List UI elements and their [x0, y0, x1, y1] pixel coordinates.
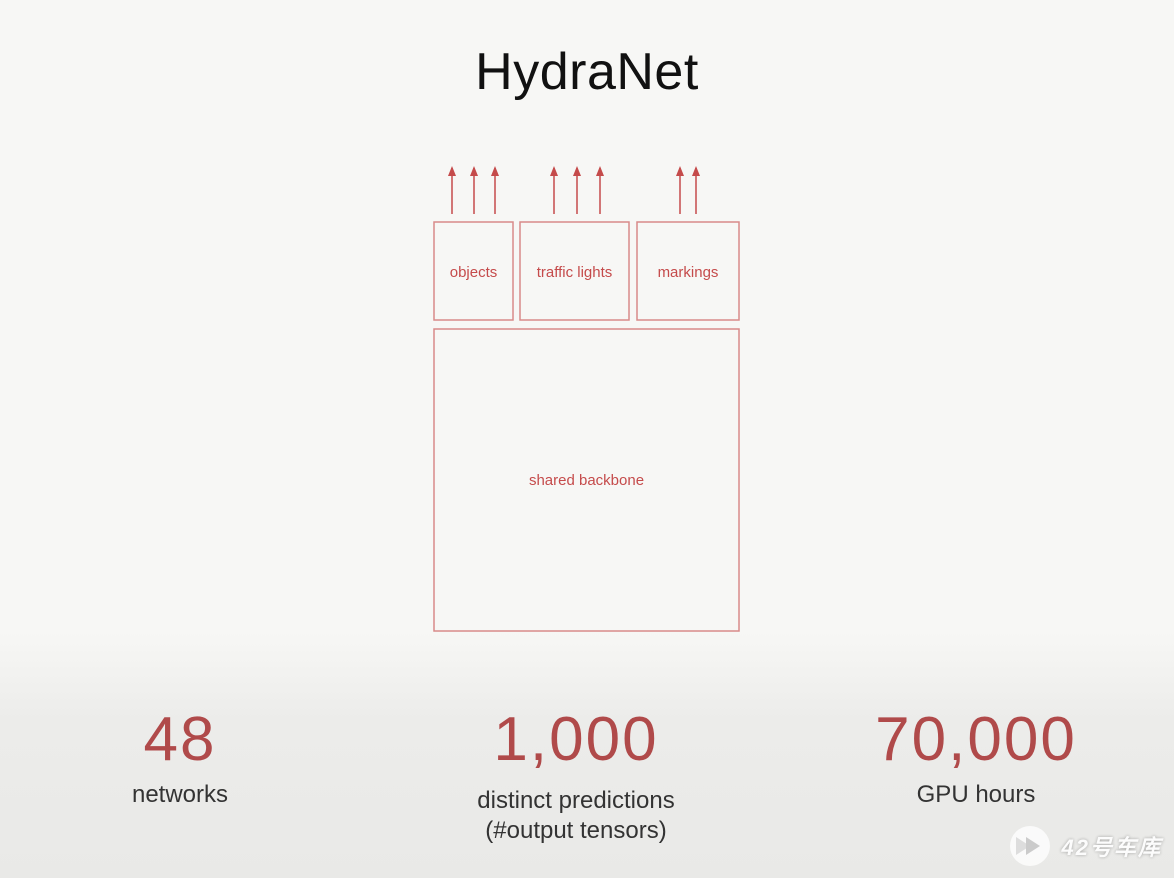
stat-value-gpu-hours: 70,000 — [875, 705, 1077, 774]
head-label-traffic-lights: traffic lights — [537, 264, 613, 281]
arrowhead — [692, 166, 700, 176]
markings-arrows — [676, 166, 700, 214]
arrowhead — [491, 166, 499, 176]
stat-value-networks: 48 — [143, 705, 217, 774]
stat-label-predictions: distinct predictions (#output tensors) — [477, 787, 675, 844]
arrowhead — [470, 166, 478, 176]
backbone-box — [433, 328, 740, 632]
arrowhead — [550, 166, 558, 176]
stat-value-predictions: 1,000 — [493, 705, 659, 774]
traffic-lights-arrows — [550, 166, 604, 214]
head-label-markings: markings — [658, 264, 719, 281]
objects-arrows — [448, 166, 499, 214]
head-box-markings — [636, 221, 740, 321]
watermark: 42号车库 — [1008, 824, 1162, 868]
page-title: HydraNet — [475, 43, 699, 101]
stat-label-networks: networks — [131, 781, 229, 808]
arrowhead — [676, 166, 684, 176]
arrowhead — [573, 166, 581, 176]
play-logo-icon — [1009, 826, 1050, 866]
backbone-label: shared backbone — [529, 472, 644, 489]
head-box-objects — [433, 221, 514, 321]
arrowhead — [448, 166, 456, 176]
head-box-traffic-lights — [519, 221, 630, 321]
arrowhead — [596, 166, 604, 176]
head-label-objects: objects — [450, 264, 498, 281]
watermark-text: 42号车库 — [1061, 835, 1162, 860]
stat-label-gpu-hours: GPU hours — [916, 781, 1036, 808]
